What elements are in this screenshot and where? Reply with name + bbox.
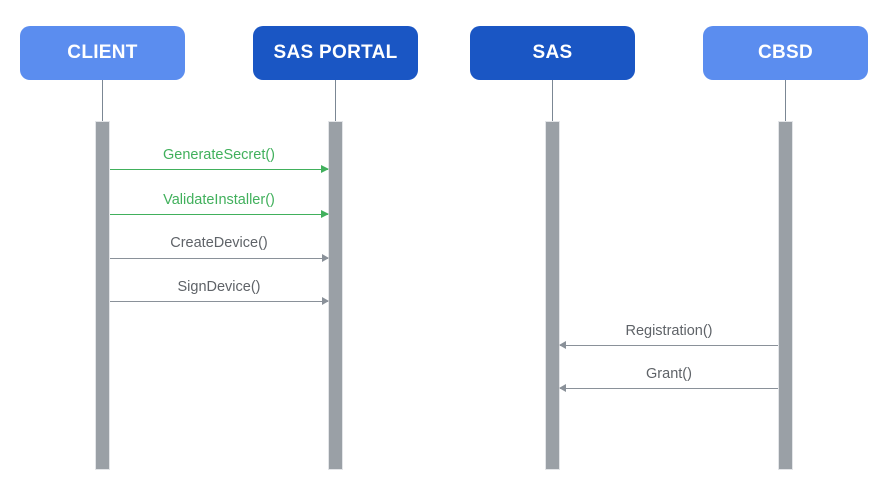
actor-box-sas[interactable]: SAS [470, 26, 635, 80]
message-label-validate-installer: ValidateInstaller() [163, 192, 275, 208]
message-label-generate-secret: GenerateSecret() [162, 147, 276, 163]
lifeline-sas-portal [335, 80, 336, 122]
message-line-sign-device [110, 301, 328, 302]
message-label-sign-device: SignDevice() [177, 279, 261, 295]
lifeline-client [102, 80, 103, 122]
lifeline-cbsd [785, 80, 786, 122]
message-arrowhead-grant [559, 384, 566, 392]
actor-label-cbsd: CBSD [757, 42, 814, 63]
message-line-registration [560, 345, 778, 346]
message-label-registration: Registration() [625, 323, 713, 339]
activation-bar-client [95, 121, 110, 470]
message-line-generate-secret [110, 169, 328, 170]
lifeline-sas [552, 80, 553, 122]
message-arrowhead-generate-secret [321, 165, 329, 173]
message-line-create-device [110, 258, 328, 259]
message-line-validate-installer [110, 214, 328, 215]
message-arrowhead-validate-installer [321, 210, 329, 218]
actor-box-sas-portal[interactable]: SAS PORTAL [253, 26, 418, 80]
message-label-create-device: CreateDevice() [170, 235, 268, 251]
actor-label-client: CLIENT [67, 42, 138, 63]
message-label-grant: Grant() [646, 366, 692, 382]
message-line-grant [560, 388, 778, 389]
activation-bar-cbsd [778, 121, 793, 470]
activation-bar-sas [545, 121, 560, 470]
message-arrowhead-create-device [322, 254, 329, 262]
actor-label-sas: SAS [532, 42, 573, 63]
message-arrowhead-registration [559, 341, 566, 349]
actor-label-sas-portal: SAS PORTAL [273, 42, 398, 63]
actor-box-client[interactable]: CLIENT [20, 26, 185, 80]
actor-box-cbsd[interactable]: CBSD [703, 26, 868, 80]
message-arrowhead-sign-device [322, 297, 329, 305]
activation-bar-sas-portal [328, 121, 343, 470]
